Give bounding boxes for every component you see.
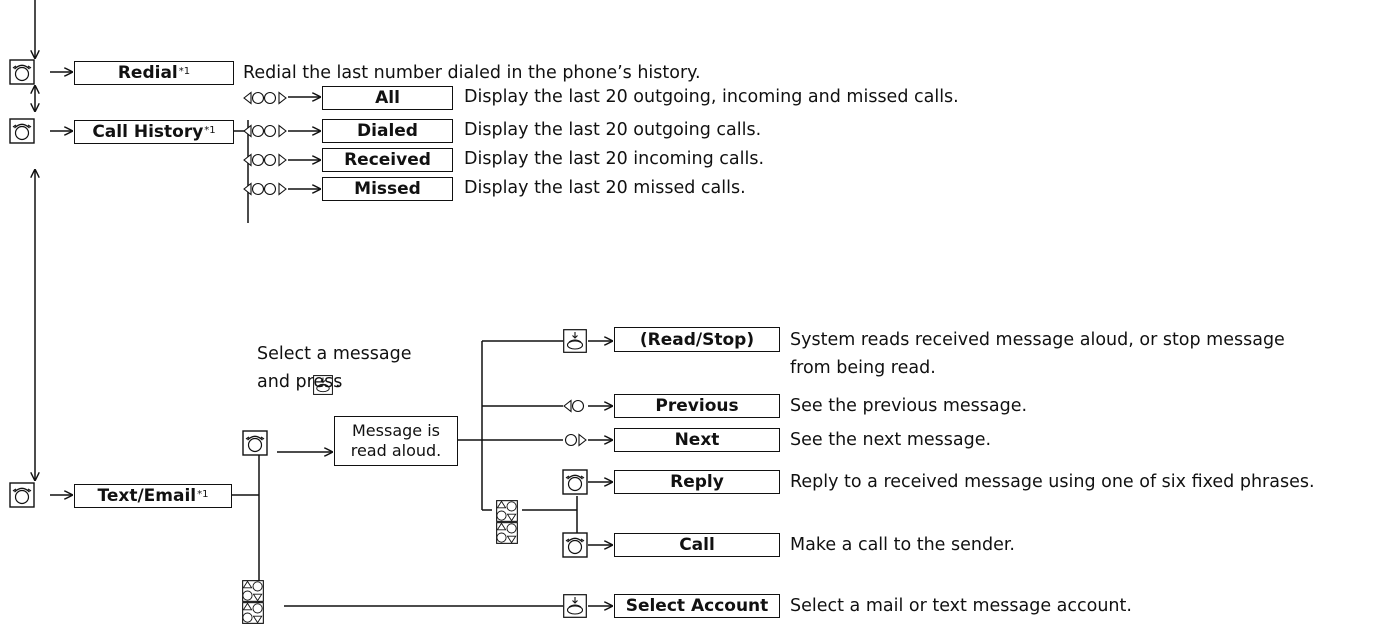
dialed-calls-label: Dialed	[357, 121, 418, 141]
read-stop-desc-line-2: from being read.	[790, 358, 936, 378]
interface-dial-up-down-icon	[496, 500, 518, 522]
read-stop-box[interactable]: (Read/Stop)	[614, 327, 780, 352]
redial-box[interactable]: Redial*1	[74, 61, 234, 85]
phone-pickup-icon	[9, 59, 35, 85]
missed-calls-box[interactable]: Missed	[322, 177, 453, 201]
select-account-desc: Select a mail or text message account.	[790, 596, 1132, 616]
redial-label: Redial	[117, 63, 178, 83]
call-sender-label: Call	[679, 535, 715, 555]
phone-pickup-icon	[242, 430, 268, 456]
interface-dial-up-down-icon	[242, 602, 264, 624]
received-calls-box[interactable]: Received	[322, 148, 453, 172]
interface-dial-up-down-icon	[496, 522, 518, 544]
footnote-mark: *1	[197, 489, 209, 500]
instruction-line-2: and press	[257, 372, 343, 392]
reply-label: Reply	[670, 472, 724, 492]
interface-dial-left-right-icon	[243, 182, 287, 196]
phone-pickup-icon	[9, 482, 35, 508]
previous-box[interactable]: Previous	[614, 394, 780, 418]
instruction-period: .	[335, 372, 341, 392]
dialed-calls-box[interactable]: Dialed	[322, 119, 453, 143]
read-aloud-line-2: read aloud.	[350, 441, 442, 460]
redial-desc: Redial the last number dialed in the pho…	[243, 63, 701, 83]
interface-dial-left-right-icon	[243, 124, 287, 138]
select-account-box[interactable]: Select Account	[614, 594, 780, 618]
interface-dial-up-down-icon	[242, 580, 264, 602]
all-calls-box[interactable]: All	[322, 86, 453, 110]
next-box[interactable]: Next	[614, 428, 780, 452]
interface-dial-press-icon	[563, 594, 587, 618]
previous-desc: See the previous message.	[790, 396, 1028, 416]
received-calls-label: Received	[344, 150, 431, 170]
interface-dial-press-icon	[563, 329, 587, 353]
call-sender-box[interactable]: Call	[614, 533, 780, 557]
dialed-calls-desc: Display the last 20 outgoing calls.	[464, 120, 762, 140]
read-stop-label: (Read/Stop)	[639, 329, 755, 350]
interface-dial-left-right-icon	[243, 91, 287, 105]
read-stop-desc-line-1: System reads received message aloud, or …	[790, 330, 1285, 350]
instruction-line-1: Select a message	[257, 344, 412, 364]
call-history-label: Call History	[92, 122, 204, 142]
received-calls-desc: Display the last 20 incoming calls.	[464, 149, 765, 169]
reply-box[interactable]: Reply	[614, 470, 780, 494]
previous-label: Previous	[655, 396, 739, 416]
next-desc: See the next message.	[790, 430, 992, 450]
read-aloud-line-1: Message is	[352, 421, 440, 440]
call-sender-desc: Make a call to the sender.	[790, 535, 1015, 555]
interface-dial-left-right-icon	[243, 153, 287, 167]
footnote-mark: *1	[204, 125, 216, 136]
reply-desc: Reply to a received message using one of…	[790, 472, 1315, 492]
footnote-mark: *1	[178, 66, 191, 77]
missed-calls-desc: Display the last 20 missed calls.	[464, 178, 746, 198]
interface-dial-left-icon	[563, 399, 585, 413]
missed-calls-label: Missed	[354, 179, 421, 199]
text-email-box[interactable]: Text/Email*1	[74, 484, 232, 508]
phone-pickup-icon	[9, 118, 35, 144]
call-history-box[interactable]: Call History*1	[74, 120, 234, 144]
all-calls-desc: Display the last 20 outgoing, incoming a…	[464, 87, 959, 107]
interface-dial-right-icon	[564, 433, 587, 447]
phone-pickup-icon	[562, 532, 588, 558]
select-account-label: Select Account	[625, 596, 769, 616]
text-email-label: Text/Email	[97, 486, 197, 506]
next-label: Next	[674, 430, 720, 450]
all-calls-label: All	[375, 88, 400, 108]
phone-pickup-icon	[562, 469, 588, 495]
